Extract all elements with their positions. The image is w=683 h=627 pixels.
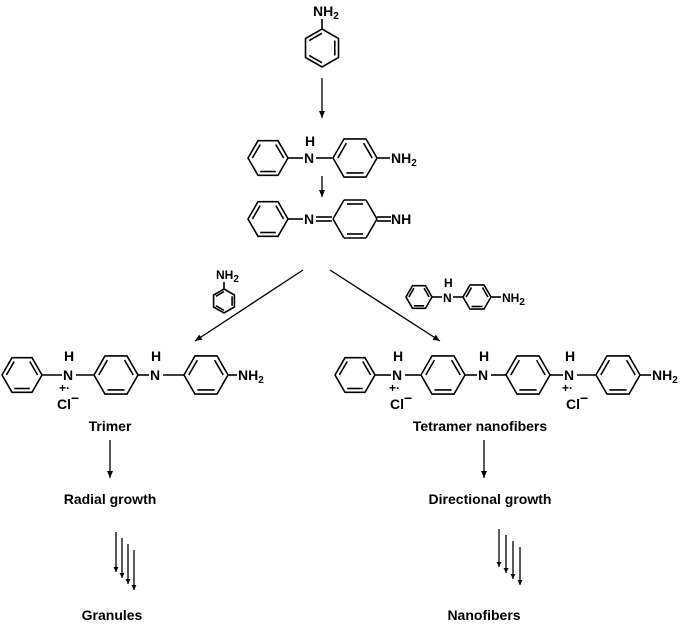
amine-n: N bbox=[443, 291, 452, 305]
cation-mark: +· bbox=[562, 381, 573, 395]
amine-n: N bbox=[392, 367, 402, 383]
benzene-ring bbox=[212, 288, 236, 314]
amine-n: N bbox=[564, 367, 574, 383]
benzene-ring bbox=[304, 28, 340, 68]
granules-label: Granules bbox=[82, 607, 143, 623]
chloride: Cl− bbox=[390, 390, 412, 412]
benzene-ring bbox=[1, 356, 43, 394]
trimer-molecule: N H +· Cl− N H NH2 bbox=[1, 348, 264, 412]
amine-h: H bbox=[151, 348, 161, 364]
nh2-group: NH2 bbox=[391, 150, 417, 169]
amine-h: H bbox=[479, 348, 489, 364]
amine-n: N bbox=[63, 367, 73, 383]
benzene-ring bbox=[183, 355, 229, 395]
chloride: Cl− bbox=[57, 390, 79, 412]
quinone-diimine-molecule: N NH bbox=[247, 199, 411, 239]
arrow-to-trimer bbox=[194, 269, 304, 342]
benzene-ring bbox=[595, 355, 641, 395]
benzene-ring bbox=[247, 200, 289, 238]
benzene-ring bbox=[247, 139, 289, 177]
nh2-group: NH2 bbox=[313, 3, 339, 22]
radial-growth-label: Radial growth bbox=[64, 491, 157, 507]
cation-mark: +· bbox=[389, 381, 400, 395]
nh2-group: NH2 bbox=[238, 367, 264, 386]
multi-arrow-granules bbox=[113, 532, 137, 590]
benzene-ring bbox=[332, 138, 378, 178]
amine-n: N bbox=[304, 150, 314, 166]
amine-n: N bbox=[150, 367, 160, 383]
aniline-reagent: NH2 bbox=[212, 268, 239, 314]
nh2-group: NH2 bbox=[216, 268, 239, 285]
amine-h: H bbox=[565, 348, 575, 364]
amine-h: H bbox=[64, 348, 74, 364]
benzene-ring bbox=[420, 355, 466, 395]
benzene-ring bbox=[505, 355, 551, 395]
benzene-ring bbox=[334, 356, 376, 394]
trimer-label: Trimer bbox=[89, 418, 132, 434]
directional-growth-label: Directional growth bbox=[429, 491, 552, 507]
amine-h: H bbox=[444, 276, 453, 290]
nh2-group: NH2 bbox=[502, 291, 525, 308]
aniline-molecule: NH2 bbox=[304, 3, 340, 68]
tetramer-molecule: N H +· Cl− N H N H +· Cl− NH2 bbox=[334, 348, 678, 412]
benzene-ring bbox=[462, 284, 492, 310]
imine-n: N bbox=[304, 211, 314, 227]
chloride: Cl− bbox=[566, 390, 588, 412]
multi-arrow-nanofibers bbox=[496, 529, 523, 585]
benzene-ring bbox=[93, 355, 139, 395]
nh2-group: NH2 bbox=[652, 367, 678, 386]
cation-mark: +· bbox=[59, 381, 70, 395]
amine-h: H bbox=[305, 133, 315, 149]
quinoid-ring bbox=[332, 199, 378, 239]
aminodiphenylamine-reagent: N H NH2 bbox=[405, 276, 525, 310]
amine-h: H bbox=[393, 348, 403, 364]
benzene-ring bbox=[405, 284, 433, 310]
aminodiphenylamine-molecule: N H NH2 bbox=[247, 133, 417, 178]
amine-n: N bbox=[478, 367, 488, 383]
tetramer-label: Tetramer nanofibers bbox=[413, 418, 548, 434]
nanofibers-label: Nanofibers bbox=[447, 607, 520, 623]
arrow-to-tetramer bbox=[329, 269, 441, 342]
imine-nh: NH bbox=[391, 211, 411, 227]
